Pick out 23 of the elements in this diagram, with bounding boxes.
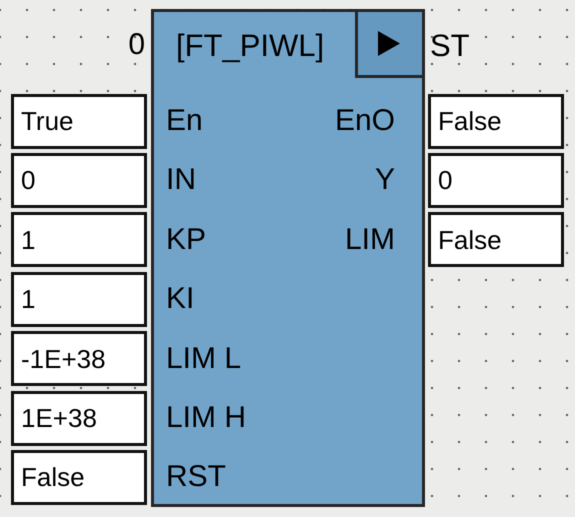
value-field: 1 xyxy=(11,212,147,268)
pin-label: Y xyxy=(374,165,395,196)
value-field: False xyxy=(428,212,564,268)
pin-label: LIM H xyxy=(166,403,246,433)
value-field: True xyxy=(11,94,147,148)
pin-label: En xyxy=(166,106,203,136)
pin-label: LIM L xyxy=(166,344,242,374)
value-field: 0 xyxy=(11,152,147,208)
pin-label: RST xyxy=(166,462,226,492)
value-field: 1E+38 xyxy=(11,390,147,446)
value-field: -1E+38 xyxy=(11,331,147,386)
pin-label: LIM xyxy=(344,224,395,255)
pin-label: IN xyxy=(166,165,196,196)
status-label: ST xyxy=(430,30,470,60)
pin-label: KI xyxy=(166,284,194,314)
pin-label: EnO xyxy=(334,106,395,136)
value-field: 1 xyxy=(11,272,147,327)
value-field: False xyxy=(428,94,564,148)
pin-label: KP xyxy=(166,224,206,255)
order-number: 0 xyxy=(128,30,145,60)
block-title: [FT_PIWL] xyxy=(176,30,324,60)
value-field: False xyxy=(11,450,147,505)
value-field: 0 xyxy=(428,152,564,208)
